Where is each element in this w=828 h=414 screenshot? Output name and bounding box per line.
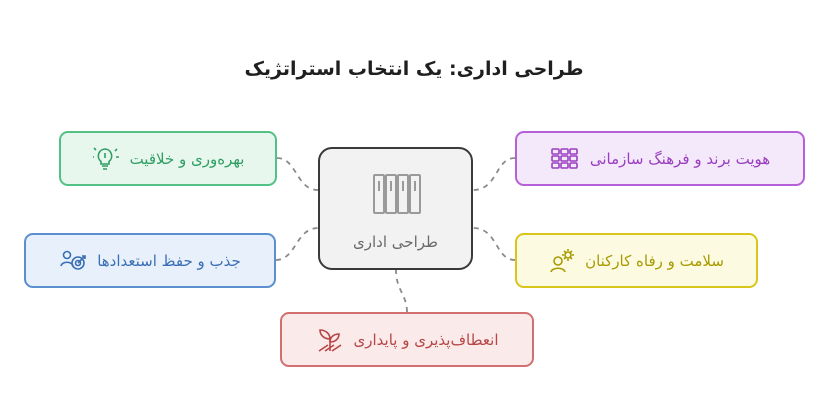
node-label: هویت برند و فرهنگ سازمانی [589,149,771,168]
node-talent-attraction: جذب و حفظ استعدادها [24,233,276,288]
diagram-title: طراحی اداری: یک انتخاب استراتژیک [244,58,584,80]
connector-4 [275,227,319,261]
connector-3 [395,269,408,313]
hexagon-grid-icon [551,147,578,169]
node-brand-identity: هویت برند و فرهنگ سازمانی [515,131,805,186]
sprout-icon [318,328,341,352]
connector-5 [276,157,319,191]
connector-2 [472,227,516,261]
person-gear-icon [550,248,575,272]
center-label: طراحی اداری [353,233,438,251]
node-label: جذب و حفظ استعدادها [97,251,241,270]
office-building-icon [373,174,421,214]
lightbulb-icon [92,146,119,170]
node-label: انعطاف‌پذیری و پایداری [353,330,499,349]
node-label: بهره‌وری و خلاقیت [129,149,245,168]
center-node: طراحی اداری [318,147,473,270]
node-label: سلامت و رفاه کارکنان [585,251,724,270]
node-flexibility-sustainability: انعطاف‌پذیری و پایداری [280,312,534,367]
people-target-icon [60,250,86,270]
connector-1 [472,157,516,191]
node-productivity-creativity: بهره‌وری و خلاقیت [59,131,277,186]
node-employee-wellbeing: سلامت و رفاه کارکنان [515,233,758,288]
